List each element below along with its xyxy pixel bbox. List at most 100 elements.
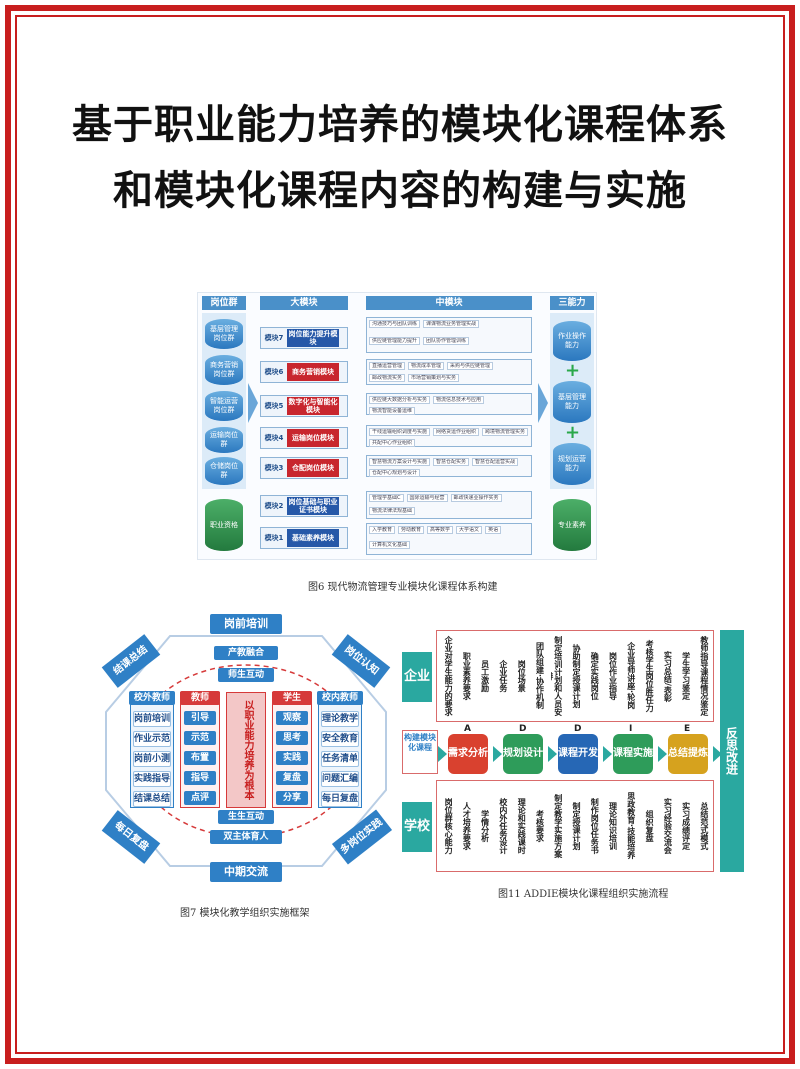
step-box: 总结提炼 <box>668 734 708 774</box>
student-item: 观察 <box>276 711 308 725</box>
flow-arrow-icon <box>438 746 447 762</box>
module-1-tag: 模块1 <box>264 534 284 542</box>
header-post-group: 岗位群 <box>202 296 246 310</box>
step-letter: I <box>629 724 633 734</box>
school-text: 学情分析 <box>480 810 490 842</box>
enterprise-text: 员工激励 <box>480 660 490 692</box>
fig6-caption: 图6 现代物流管理专业模块化课程体系构建 <box>308 582 498 593</box>
outside-item: 岗前培训 <box>133 711 171 727</box>
school-text: 理论和实践课时 <box>517 798 527 854</box>
mid-row-4: 干线运输组织调度与实施网络货运作业组织跨境物流管理实务共配中心作业组织 <box>366 425 532 447</box>
school-text: 岗位群核心能力 <box>444 798 454 854</box>
fig11-caption: 图11 ADDIE模块化课程组织实施流程 <box>498 889 669 900</box>
mid-item: 干线运输组织调度与实施 <box>369 428 431 436</box>
teacher-item: 指导 <box>184 771 216 785</box>
teacher-item: 示范 <box>184 731 216 745</box>
mid-item: 管理学基础C <box>369 494 404 502</box>
inside-item: 理论教学 <box>321 711 359 727</box>
bottom-text-area <box>436 780 714 872</box>
top-tab: 岗前培训 <box>210 614 282 634</box>
enterprise-text: 企业对学生能力的要求 <box>444 636 454 716</box>
bottom-columns: 岗位群核心能力人才培养要求学情分析校内外任务设计理论和实践课时考核要求制定教学实… <box>438 782 712 870</box>
fig7-caption: 图7 模块化教学组织实施框架 <box>180 908 310 919</box>
mid-row-6: 直播运营管理物流成本管理采购与供应链管理邮政物流实务市场营销策划与实务 <box>366 359 532 385</box>
mid-item: 采购与供应链管理 <box>447 362 494 370</box>
step-letter: D <box>574 724 582 734</box>
mid-item: 智慧仓配实务 <box>433 458 470 466</box>
mid-item: 邮政快递业操作实务 <box>450 494 502 502</box>
student-item: 分享 <box>276 791 308 805</box>
cyl-warehouse: 仓储岗位群 <box>205 457 243 485</box>
mid-item: 直播运营管理 <box>369 362 406 370</box>
school-text: 总结范式模式 <box>699 802 709 850</box>
title-line-2: 和模块化课程内容的构建与实施 <box>113 168 687 214</box>
page-title: 基于职业能力培养的模块化课程体系 和模块化课程内容的构建与实施 <box>0 92 800 224</box>
step-box: 需求分析 <box>448 734 488 774</box>
step-letter: E <box>684 724 691 734</box>
plus-icon: + <box>565 360 581 381</box>
outside-teacher-col: 校外教师 岗前培训 作业示范 岗前小测 实践指导 结课总结 <box>129 691 175 808</box>
mid-item: 网络货运作业组织 <box>433 428 480 436</box>
mid-item: 智慧物流方案设计与实施 <box>369 458 431 466</box>
mid-item: 供应链大数据分析与实务 <box>369 396 431 404</box>
outside-item: 岗前小测 <box>133 751 171 767</box>
end-box: 反思改进 <box>720 630 744 872</box>
school-text: 校内外任务设计 <box>498 798 508 854</box>
mid-row-1: 入学教育劳动教育高等数学大学语文英语计算机文化基础 <box>366 523 532 555</box>
mid-item: 团队协作管理训练 <box>423 336 470 345</box>
mid-item: 供应链管理能力提升 <box>369 336 421 345</box>
school-text: 人才培养要求 <box>462 802 472 850</box>
teacher-item: 点评 <box>184 791 216 805</box>
teacher-item: 布置 <box>184 751 216 765</box>
header-three-ability: 三能力 <box>550 296 594 310</box>
end-text: 反思改进 <box>724 727 739 775</box>
school-text: 实习成绩评定 <box>681 802 691 850</box>
cyl-operation: 作业操作能力 <box>553 321 591 361</box>
student-item: 复盘 <box>276 771 308 785</box>
ring-top: 产教融合 <box>214 646 278 660</box>
mid-item: 英语 <box>485 526 502 534</box>
school-text: 实习经验交流会 <box>663 798 673 854</box>
mid-item: 沟通技巧与团队训练 <box>369 320 421 328</box>
mid-item: 共配中心作业组织 <box>369 439 416 447</box>
enterprise-text: 团队组建·协作机制 <box>535 642 545 710</box>
cyl-planning: 规划运营能力 <box>553 443 591 485</box>
cyl-transport: 运输岗位群 <box>205 427 243 453</box>
enterprise-text: 职业素养要求 <box>462 652 472 700</box>
outside-item: 实践指导 <box>133 771 171 787</box>
enterprise-text: 教师指导课程情况鉴定 <box>699 636 709 716</box>
outside-item: 结课总结 <box>133 791 171 807</box>
student-item: 思考 <box>276 731 308 745</box>
inside-teacher-col: 校内教师 理论教学 安全教育 任务清单 问题汇编 每日复盘 <box>317 691 363 808</box>
cyl-basic-mgmt: 基层管理岗位群 <box>205 319 243 349</box>
enterprise-text: 考核学生岗位胜任力 <box>645 640 655 712</box>
school-text: 思政教育·技能培养 <box>626 792 636 860</box>
enterprise-text: 确定实践岗位 <box>590 652 600 700</box>
mid-item: 课谋物流业务管理实战 <box>423 320 480 328</box>
module-7-tag: 模块7 <box>264 334 284 342</box>
mid-item: 物流智能设备运维 <box>369 407 416 415</box>
mid-item: 市场营销策划与实务 <box>408 373 460 382</box>
module-7-name: 岗位能力提升模块 <box>287 329 339 347</box>
header-mid-module: 中模块 <box>366 296 532 310</box>
arrow-left <box>248 383 258 423</box>
step-letter: A <box>464 724 471 734</box>
cyl-smart-ops: 智能运营岗位群 <box>205 391 243 421</box>
figure-7: 岗前培训 中期交流 产教融合 师生互动 生生互动 双主体育人 结课总结 岗位认知… <box>100 612 393 890</box>
cyl-sales: 商务营销岗位群 <box>205 355 243 385</box>
mid-item: 大学语文 <box>456 526 483 534</box>
flow-arrow-icon <box>658 746 667 762</box>
bottom-tab: 中期交流 <box>210 862 282 882</box>
enterprise-text: 实习总结/表彰 <box>663 650 673 702</box>
enterprise-text: 学生学习鉴定 <box>681 652 691 700</box>
mid-item: 跨境物流管理实务 <box>482 428 529 436</box>
mid-row-5: 供应链大数据分析与实务物流信息技术与应用物流智能设备运维 <box>366 393 532 415</box>
mid-item: 物流成本管理 <box>408 362 445 370</box>
student-head: 学生 <box>272 691 312 705</box>
inside-teacher-head: 校内教师 <box>317 691 363 705</box>
step-letter: D <box>519 724 527 734</box>
student-item: 实践 <box>276 751 308 765</box>
